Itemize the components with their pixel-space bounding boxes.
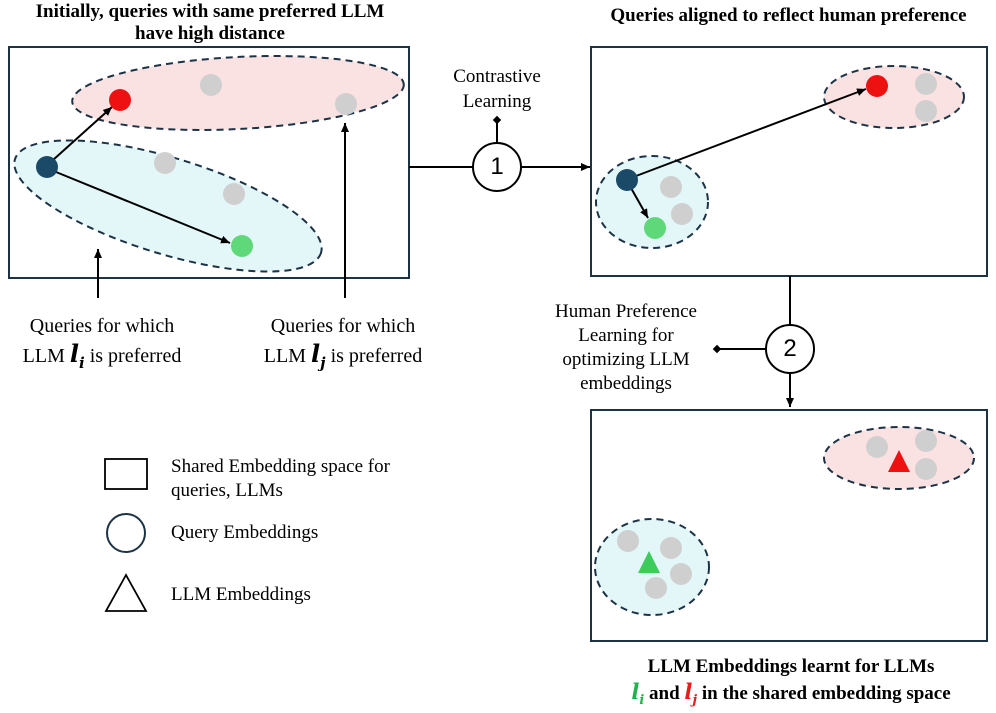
legend-label-llm: LLM Embeddings [171, 584, 311, 605]
title-initial-line1: Initially, queries with same preferred L… [35, 1, 385, 22]
legend-circle-icon [106, 513, 146, 553]
annotation-li-line1: Queries for which [29, 315, 175, 337]
caption-symbol-l-i-base: l [631, 679, 640, 704]
symbol-l-i-base: l [69, 339, 79, 368]
step-2-label: Human Preference Learning for optimizing… [536, 300, 716, 396]
legend-label-space: Shared Embedding space for queries, LLMs [171, 455, 431, 503]
annotation-lj-suffix: is preferred [330, 345, 423, 367]
title-initial: Initially, queries with same preferred L… [0, 1, 420, 45]
annotation-li-line2: LLM li is preferred [0, 340, 204, 377]
symbol-l-j-sub: j [320, 353, 326, 372]
neutral-query [660, 176, 682, 198]
arrow-to-red-aligned [635, 88, 867, 177]
step-2-label-node [712, 344, 722, 354]
query-red [866, 75, 888, 97]
neutral-query [866, 436, 888, 458]
neutral-query [915, 73, 937, 95]
llm-embedding-li [638, 551, 660, 573]
query-dark [616, 169, 638, 191]
caption-and: and [649, 683, 680, 704]
step-2-label-line3: optimizing LLM [562, 349, 690, 370]
caption-symbol-l-i: li [631, 679, 644, 708]
step-2-number: 2 [783, 335, 797, 362]
step-1-label-line1: Contrastive [453, 66, 541, 87]
neutral-query [915, 100, 937, 122]
symbol-l-j: lj [311, 339, 326, 372]
symbol-l-i: li [69, 339, 85, 372]
query-red [109, 89, 131, 111]
caption-symbol-l-j-base: l [684, 679, 693, 704]
neutral-query [671, 203, 693, 225]
symbol-l-j-base: l [311, 339, 321, 368]
arrow-to-green-aligned [630, 187, 649, 219]
symbol-l-i-sub: i [79, 353, 85, 372]
caption-symbol-l-j-sub: j [692, 693, 698, 709]
query-dark [36, 156, 58, 178]
neutral-query [617, 530, 639, 552]
cluster-lj-initial [71, 55, 405, 131]
legend-label-space-line2: queries, LLMs [171, 480, 283, 501]
neutral-query [670, 563, 692, 585]
neutral-query [645, 577, 667, 599]
step-1-label: Contrastive Learning [430, 64, 564, 114]
step-2-label-line1: Human Preference [555, 301, 697, 322]
neutral-query [223, 183, 245, 205]
annotation-lj-line2: LLM lj is preferred [238, 340, 448, 377]
legend-triangle-icon [104, 573, 148, 612]
step-1-number: 1 [490, 153, 504, 180]
step-1-label-line2: Learning [462, 91, 532, 112]
neutral-query [915, 458, 937, 480]
neutral-query [154, 152, 176, 174]
annotation-li-suffix: is preferred [89, 345, 182, 367]
step-1-label-node [492, 115, 502, 125]
title-aligned: Queries aligned to reflect human prefere… [610, 5, 967, 26]
step-2-label-line2: Learning for [578, 325, 674, 346]
step-2-label-line4: embeddings [580, 373, 672, 394]
neutral-query [335, 93, 357, 115]
title-final: LLM Embeddings learnt for LLMs li and lj… [586, 654, 996, 713]
arrow-to-green [55, 171, 231, 244]
legend-rectangle-icon [104, 458, 148, 490]
annotation-li: Queries for which LLM li is preferred [0, 312, 204, 377]
title-initial-line2: have high distance [135, 23, 285, 44]
neutral-query [200, 74, 222, 96]
neutral-query [915, 430, 937, 452]
legend-label-query: Query Embeddings [171, 522, 319, 543]
arrow-to-red [52, 106, 113, 161]
query-green [644, 217, 666, 239]
caption-rest: in the shared embedding space [701, 683, 951, 704]
annotation-li-prefix: LLM [22, 345, 65, 367]
legend-label-space-line1: Shared Embedding space for [171, 456, 390, 477]
annotation-lj-line1: Queries for which [270, 315, 416, 337]
title-final-line1: LLM Embeddings learnt for LLMs [647, 656, 935, 677]
caption-symbol-l-i-sub: i [639, 693, 645, 709]
query-green [231, 235, 253, 257]
title-final-line2: li and lj in the shared embedding space [586, 679, 996, 713]
caption-symbol-l-j: lj [684, 679, 697, 708]
neutral-query [660, 537, 682, 559]
llm-embedding-lj [888, 450, 910, 472]
annotation-lj-prefix: LLM [263, 345, 307, 367]
annotation-lj: Queries for which LLM lj is preferred [238, 312, 448, 377]
